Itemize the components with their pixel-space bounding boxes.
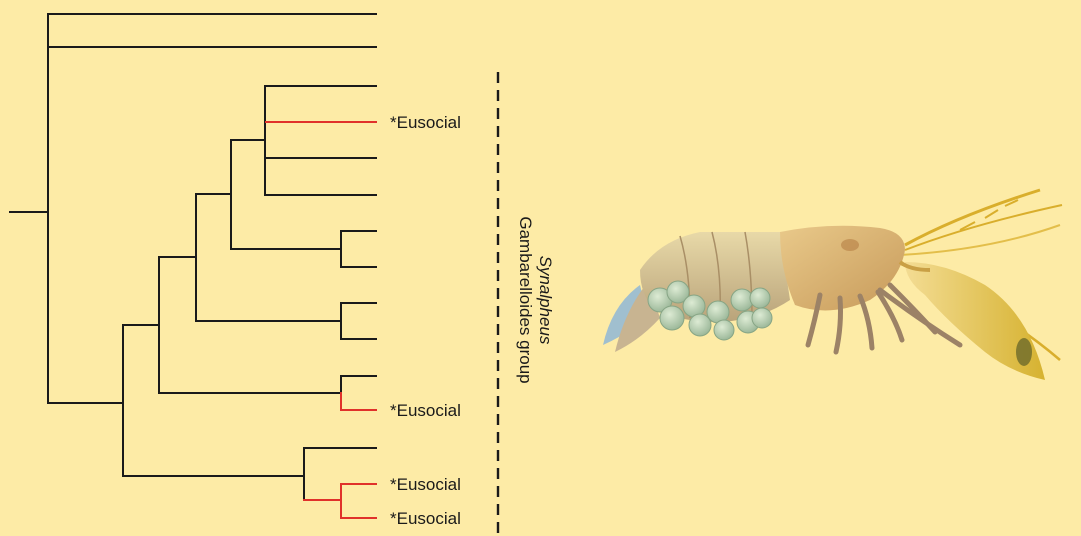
genus-name: Synalpheus (536, 256, 555, 345)
tree-branches (10, 14, 376, 500)
group-label: Synalpheus Gambarelloides group (516, 216, 555, 383)
eusocial-label: *Eusocial (390, 113, 461, 132)
group-name: Gambarelloides group (516, 216, 535, 383)
eusocial-label: *Eusocial (390, 401, 461, 420)
snapping-shrimp-icon (603, 190, 1062, 380)
eusocial-label: *Eusocial (390, 475, 461, 494)
eusocial-label: *Eusocial (390, 509, 461, 528)
